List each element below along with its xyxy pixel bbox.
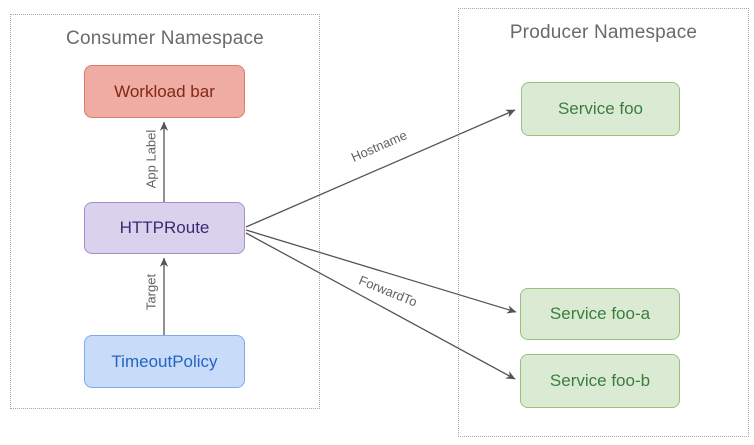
- forwardto-edge-label: ForwardTo: [356, 272, 420, 310]
- service-foo-b-label: Service foo-b: [549, 371, 651, 390]
- timeoutpolicy-node: TimeoutPolicy: [84, 335, 245, 388]
- producer-namespace-title: Producer Namespace: [509, 22, 698, 43]
- hostname-edge-label: Hostname: [348, 127, 410, 165]
- service-foo-a-label: Service foo-a: [549, 304, 651, 323]
- workload-bar-label: Workload bar: [114, 81, 215, 101]
- service-foo-label: Service foo: [557, 99, 644, 118]
- httproute-label: HTTPRoute: [119, 218, 210, 237]
- httproute-node: HTTPRoute: [84, 202, 245, 254]
- service-foo-node: Service foo: [521, 82, 680, 136]
- service-foo-a-node: Service foo-a: [520, 288, 680, 340]
- workload-bar-node: Workload bar: [84, 65, 245, 118]
- service-foo-b-node: Service foo-b: [520, 354, 680, 408]
- consumer-namespace-title: Consumer Namespace: [66, 28, 264, 49]
- timeoutpolicy-label: TimeoutPolicy: [111, 351, 218, 371]
